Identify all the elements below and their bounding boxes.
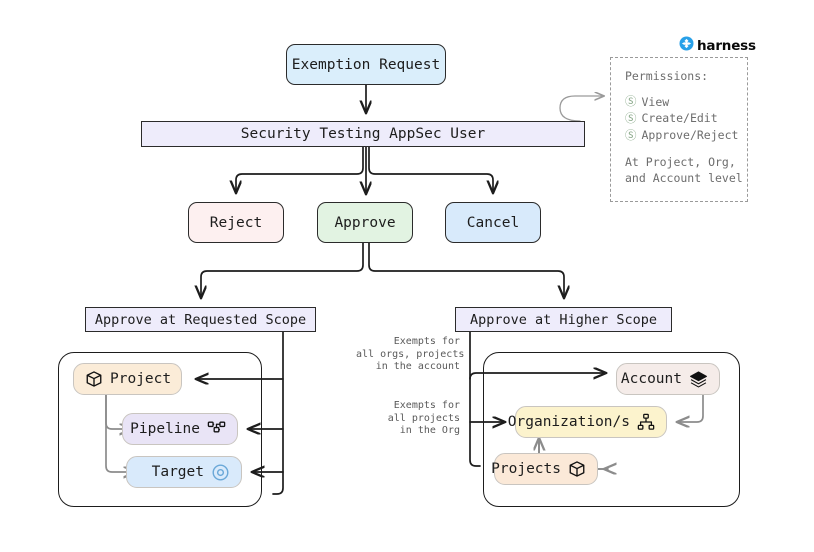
node-label: Target: [151, 464, 204, 480]
node-label: Approve at Requested Scope: [94, 311, 307, 328]
pipeline-icon: [207, 421, 226, 438]
harness-diamond-icon: [679, 36, 694, 55]
permission-item-approve-reject: Ⓢ Approve/Reject: [625, 127, 747, 144]
permissions-footer-line2: and Account level: [625, 171, 743, 186]
higher-scope-group: [483, 352, 740, 507]
permission-item-view: Ⓢ View: [625, 94, 747, 111]
permissions-footer-line1: At Project, Org,: [625, 154, 736, 169]
node-target[interactable]: Target: [126, 456, 242, 488]
node-label: Projects: [491, 461, 561, 477]
permission-label: Approve/Reject: [641, 128, 739, 143]
permissions-panel: Permissions: Ⓢ View Ⓢ Create/Edit Ⓢ Appr…: [610, 57, 748, 202]
cube-icon: [85, 370, 103, 388]
node-exemption-request[interactable]: Exemption Request: [286, 44, 446, 85]
node-label: Account: [620, 371, 682, 387]
node-approve[interactable]: Approve: [317, 202, 413, 243]
node-label: Reject: [209, 214, 263, 231]
permission-label: View: [641, 94, 670, 109]
node-projects[interactable]: Projects: [491, 453, 598, 485]
check-circle-icon: Ⓢ: [625, 94, 637, 109]
check-circle-icon: Ⓢ: [625, 127, 637, 142]
check-circle-icon: Ⓢ: [625, 110, 637, 125]
node-approve-at-requested-scope[interactable]: Approve at Requested Scope: [85, 307, 316, 332]
layers-icon: [689, 370, 708, 389]
brand-logo: harness: [679, 36, 756, 55]
node-label: Organization/s: [507, 414, 630, 430]
sitemap-icon: [637, 413, 655, 431]
node-organizations[interactable]: Organization/s: [508, 406, 667, 438]
permissions-title: Permissions:: [625, 69, 709, 83]
edge-label-org-exempts: Exempts for all projects in the Org: [387, 400, 460, 436]
edge-label-account-exempts: Exempts for all orgs, projects in the ac…: [356, 336, 465, 372]
node-label: Pipeline: [130, 421, 200, 437]
node-reject[interactable]: Reject: [188, 202, 284, 243]
node-label: Exemption Request: [291, 56, 441, 73]
node-cancel[interactable]: Cancel: [445, 202, 541, 243]
node-label: Approve: [334, 214, 396, 231]
node-security-testing-appsec-user[interactable]: Security Testing AppSec User: [141, 121, 585, 147]
requested-scope-group: [58, 352, 262, 507]
permission-item-create-edit: Ⓢ Create/Edit: [625, 110, 747, 127]
node-pipeline[interactable]: Pipeline: [122, 413, 238, 445]
permission-label: Create/Edit: [641, 111, 718, 126]
cube-icon: [568, 460, 586, 478]
target-icon: [211, 463, 230, 482]
brand-name: harness: [697, 37, 756, 54]
node-label: Cancel: [466, 214, 520, 231]
node-project[interactable]: Project: [73, 363, 182, 395]
node-approve-at-higher-scope[interactable]: Approve at Higher Scope: [455, 307, 672, 332]
node-label: Security Testing AppSec User: [240, 126, 486, 142]
node-label: Project: [110, 371, 172, 387]
node-label: Approve at Higher Scope: [470, 311, 657, 328]
node-account[interactable]: Account: [616, 363, 720, 395]
